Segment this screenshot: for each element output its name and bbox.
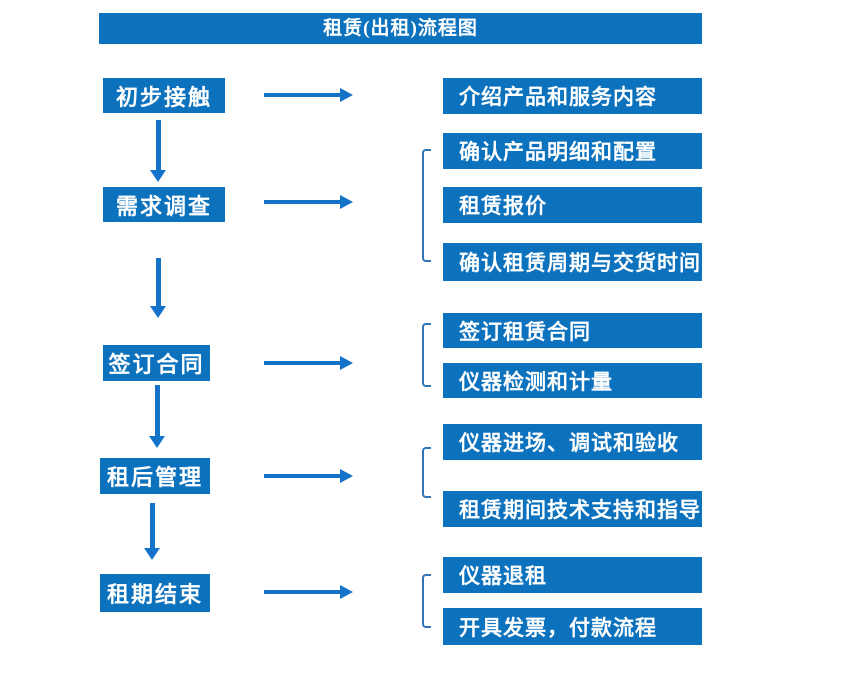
arrow-head — [144, 548, 160, 560]
arrow-head — [340, 585, 353, 599]
arrow-head — [150, 170, 166, 182]
group-bracket — [422, 574, 431, 628]
right-arrow-icon — [264, 469, 353, 483]
arrow-head — [340, 195, 353, 209]
stage-box-rental-period-end: 租期结束 — [100, 574, 210, 612]
detail-box-instrument-entry-acceptance: 仪器进场、调试和验收 — [443, 424, 702, 460]
detail-box-invoice-payment-process: 开具发票，付款流程 — [443, 608, 702, 645]
down-arrow-icon — [150, 120, 166, 182]
down-arrow-icon — [144, 503, 160, 560]
arrow-shaft — [264, 93, 340, 97]
stage-box-demand-survey: 需求调查 — [103, 187, 225, 222]
stage-box-post-rental-management: 租后管理 — [100, 458, 210, 494]
right-arrow-icon — [264, 195, 353, 209]
right-arrow-icon — [264, 356, 353, 370]
flowchart-title: 租赁(出租)流程图 — [99, 13, 702, 44]
stage-box-initial-contact: 初步接触 — [103, 78, 225, 113]
right-arrow-icon — [264, 585, 353, 599]
arrow-shaft — [155, 120, 161, 170]
arrow-head — [150, 306, 166, 318]
group-bracket — [422, 447, 431, 498]
arrow-head — [340, 469, 353, 483]
detail-box-instrument-inspection-metering: 仪器检测和计量 — [443, 363, 702, 398]
detail-box-confirm-product-details-config: 确认产品明细和配置 — [443, 133, 702, 169]
detail-box-rental-tech-support: 租赁期间技术支持和指导 — [443, 491, 702, 527]
detail-box-instrument-return: 仪器退租 — [443, 557, 702, 593]
arrow-shaft — [155, 258, 161, 306]
arrow-head — [340, 88, 353, 102]
arrow-head — [149, 436, 165, 448]
right-arrow-icon — [264, 88, 353, 102]
arrow-head — [340, 356, 353, 370]
arrow-shaft — [264, 361, 340, 365]
down-arrow-icon — [150, 258, 166, 318]
down-arrow-icon — [149, 385, 165, 448]
arrow-shaft — [264, 200, 340, 204]
arrow-shaft — [154, 385, 160, 436]
stage-box-contract-signing: 签订合同 — [103, 345, 210, 381]
detail-box-rental-quote: 租赁报价 — [443, 187, 702, 223]
detail-box-confirm-rental-period-delivery: 确认租赁周期与交货时间 — [443, 243, 702, 281]
group-bracket — [422, 323, 431, 387]
arrow-shaft — [149, 503, 155, 548]
arrow-shaft — [264, 590, 340, 594]
detail-box-introduce-products-services: 介绍产品和服务内容 — [443, 78, 702, 114]
group-bracket — [422, 149, 431, 262]
detail-box-sign-rental-contract: 签订租赁合同 — [443, 313, 702, 348]
arrow-shaft — [264, 474, 340, 478]
